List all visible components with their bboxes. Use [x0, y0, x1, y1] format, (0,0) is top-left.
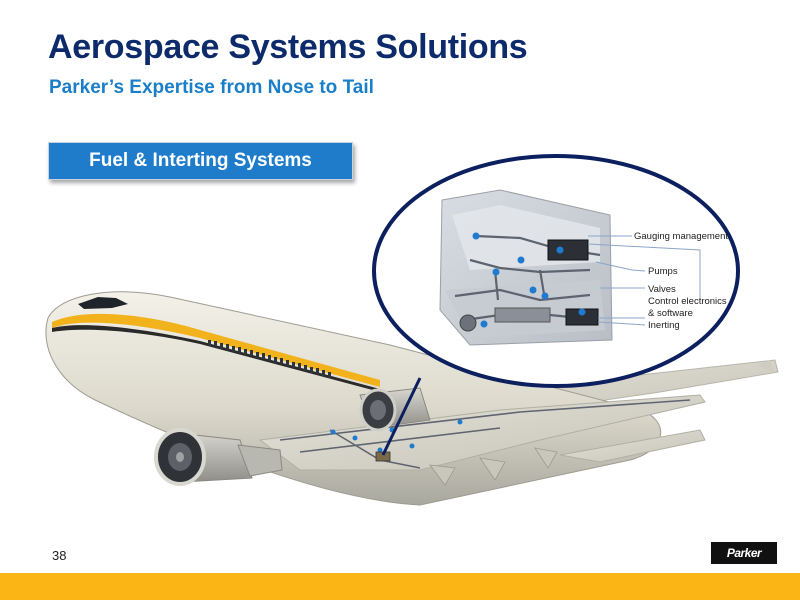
callout-valves: Valves	[648, 284, 676, 295]
parker-logo: Parker	[711, 542, 777, 564]
far-engine	[359, 387, 431, 432]
far-winglet	[757, 360, 774, 373]
near-wing	[258, 394, 706, 471]
livery-stripe	[52, 313, 380, 387]
near-engine	[154, 428, 283, 486]
callout-leaders	[587, 235, 701, 326]
cockpit-windows	[78, 297, 128, 309]
fuel-system-inset	[439, 189, 613, 346]
page-number: 38	[52, 548, 67, 563]
fuel-interting-systems-button[interactable]: Fuel & Interting Systems	[48, 142, 353, 180]
cabin-windows	[208, 340, 331, 378]
parker-logo-text: Parker	[726, 546, 762, 560]
page-title: Aerospace Systems Solutions	[48, 28, 528, 66]
callout-pumps: Pumps	[648, 266, 678, 277]
horizontal-stabilizer	[559, 429, 706, 463]
callout-gauging-management: Gauging management	[634, 231, 729, 242]
callout-pointer-line	[381, 377, 422, 456]
page-subtitle: Parker’s Expertise from Nose to Tail	[49, 77, 374, 98]
fuselage	[45, 291, 662, 506]
flap-fairings	[429, 447, 558, 486]
callout-inerting: Inerting	[648, 320, 680, 331]
callout-control-electronics: Control electronics	[648, 296, 727, 307]
callout-control-software: & software	[648, 308, 693, 319]
footer-bar	[0, 573, 800, 600]
